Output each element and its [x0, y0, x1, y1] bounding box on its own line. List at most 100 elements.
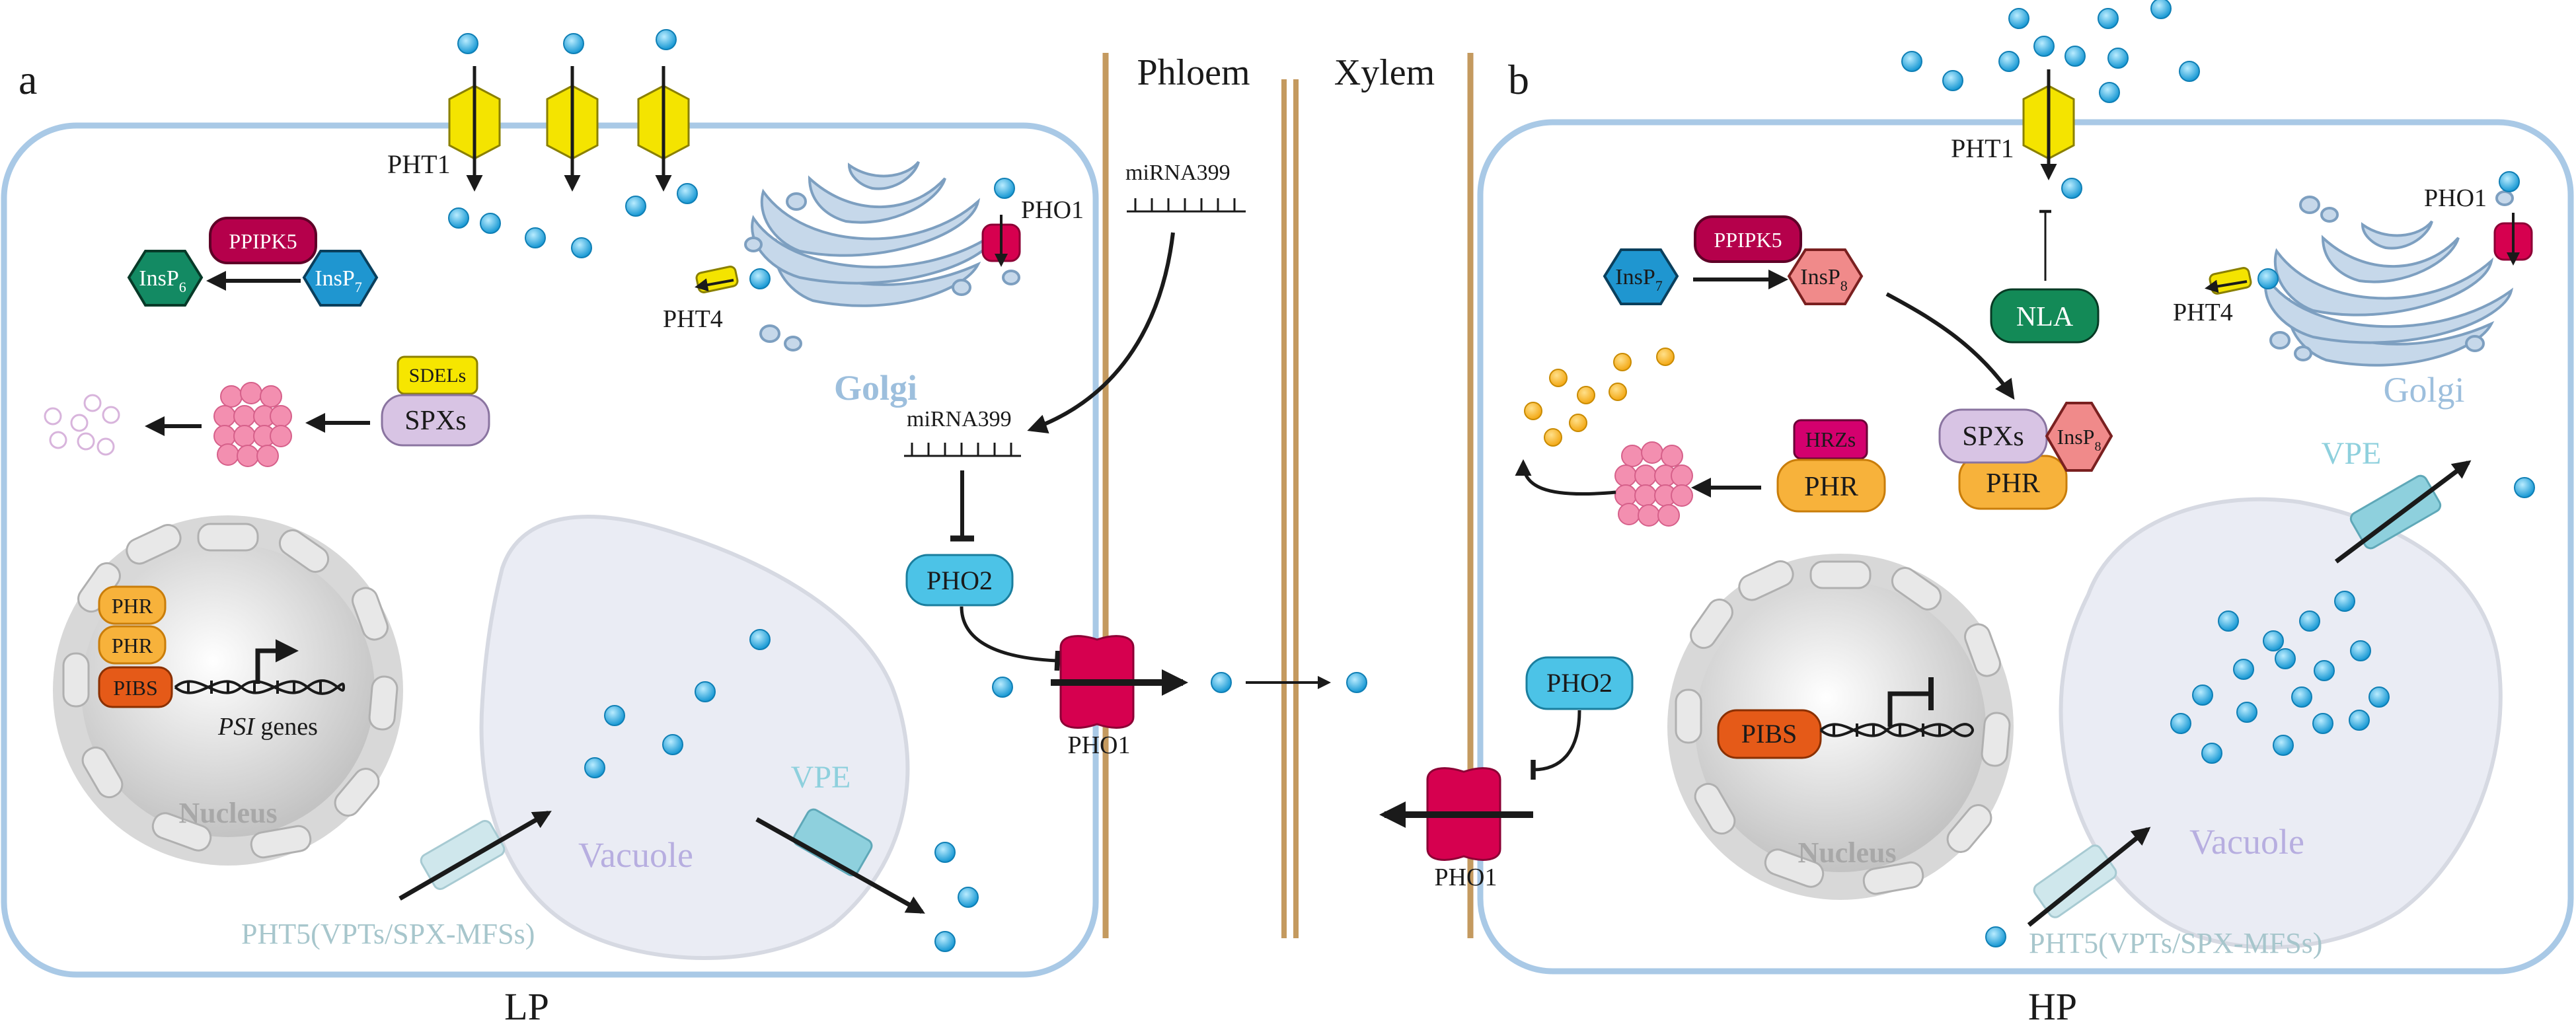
phloem-label: Phloem — [1137, 52, 1250, 93]
svg-text:PHR: PHR — [1986, 468, 2040, 499]
insp8-bound-molecule: InsP8 — [2045, 402, 2113, 472]
svg-text:SPXs: SPXs — [404, 406, 466, 436]
phosphate-ions — [448, 0, 2535, 952]
phr-protein: PHR — [1776, 459, 1886, 513]
pht5-label: PHT5(VPTs/SPX-MFSs) — [2029, 927, 2322, 959]
proteasome — [213, 382, 292, 467]
pibs-element: PIBS — [98, 666, 173, 708]
pht5-transporter — [398, 810, 552, 901]
insp8-molecule: InsP8 — [1787, 248, 1864, 305]
pht5-label: PHT5(VPTs/SPX-MFSs) — [241, 918, 535, 950]
hrzs-protein: HRZs — [1793, 419, 1868, 460]
phr-protein: PHR — [98, 625, 167, 665]
svg-text:PHR: PHR — [112, 594, 153, 618]
vacuole: Vacuole — [2059, 497, 2503, 949]
mirna399-phloem-label: miRNA399 — [1125, 161, 1231, 185]
pho1-golgi-label: PHO1 — [2424, 184, 2487, 212]
transcription-start-arrow — [255, 639, 299, 684]
dna-helix — [1819, 723, 1974, 737]
pht1-transporter — [546, 66, 599, 192]
svg-text:NLA: NLA — [2016, 302, 2074, 332]
phosphate-ions-released — [1524, 348, 1675, 447]
insp8-to-complex-arrow — [1885, 292, 2015, 400]
golgi-label: Golgi — [834, 368, 917, 408]
pho1-golgi-label: PHO1 — [1021, 196, 1084, 224]
mirna399-phloem-strand — [1127, 198, 1246, 213]
svg-text:SPXs: SPXs — [1962, 422, 2024, 452]
golgi-label: Golgi — [2383, 370, 2464, 410]
insp7-molecule: InsP7 — [1603, 248, 1679, 305]
panel-b-letter: b — [1508, 56, 1529, 103]
pho1-golgi-transporter — [981, 215, 1021, 267]
pht4-transporter — [2205, 267, 2252, 295]
golgi-apparatus — [2264, 190, 2514, 367]
vpe-transporter — [755, 808, 925, 914]
mirna399-strand — [904, 443, 1021, 457]
xylem-label: Xylem — [1334, 52, 1435, 93]
svg-text:PIBS: PIBS — [1741, 719, 1798, 749]
golgi-apparatus — [744, 161, 1020, 352]
pht1-label: PHT1 — [1951, 133, 2014, 163]
nla-protein: NLA — [1990, 288, 2100, 344]
pht1-transporter — [448, 66, 501, 192]
pht4-label: PHT4 — [2173, 299, 2233, 326]
sdels-protein: SDELs — [397, 355, 478, 395]
pho2-protein: PHO2 — [905, 554, 1014, 607]
degraded-fragments — [44, 394, 120, 456]
proteasome — [1614, 441, 1693, 527]
panel-a-caption: LP — [504, 985, 549, 1028]
svg-text:InsP8: InsP8 — [1800, 265, 1847, 294]
svg-text:Nucleus: Nucleus — [178, 797, 277, 829]
mirna399-cell-label: miRNA399 — [907, 407, 1012, 431]
vpe-label: VPE — [791, 760, 851, 795]
pht4-transporter — [695, 266, 739, 293]
svg-text:Nucleus: Nucleus — [1798, 836, 1896, 869]
pht1-transporter — [2022, 69, 2075, 180]
phr-protein: PHR — [98, 585, 167, 625]
spxs-protein: SPXs — [381, 394, 490, 447]
svg-text:Vacuole: Vacuole — [578, 835, 693, 875]
svg-text:PHR: PHR — [112, 634, 153, 657]
pht4-label: PHT4 — [663, 305, 723, 333]
svg-text:PHR: PHR — [1804, 472, 1858, 502]
pho2-protein: PHO2 — [1525, 656, 1634, 710]
svg-text:PHO2: PHO2 — [927, 566, 993, 595]
vacuole: Vacuole — [479, 515, 910, 960]
insp7-molecule: InsP7 — [302, 250, 379, 307]
panel-b-caption: HP — [2028, 985, 2077, 1028]
svg-text:SDELs: SDELs — [409, 365, 467, 387]
svg-text:InsP7: InsP7 — [315, 266, 361, 295]
pho1-membrane-label: PHO1 — [1434, 864, 1497, 891]
ppipk5-enzyme: PPIPK5 — [1694, 215, 1802, 263]
pho2-inhibits-pho1 — [1531, 710, 1581, 780]
svg-text:Vacuole: Vacuole — [2189, 822, 2304, 862]
pht5-transporter — [2027, 827, 2151, 927]
pht1-label: PHT1 — [387, 149, 451, 179]
panel-a-letter: a — [19, 56, 37, 103]
vpe-label: VPE — [2322, 436, 2382, 471]
svg-text:PPIPK5: PPIPK5 — [1714, 228, 1782, 252]
pho2-inhibits-pho1 — [960, 606, 1061, 671]
insp6-molecule: InsP6 — [127, 250, 204, 307]
nucleus: Nucleus — [1667, 554, 2014, 900]
transcription-blocked-symbol — [1887, 677, 1934, 727]
phr-protein: PHR — [1958, 455, 2068, 510]
pho1-membrane-transporter — [1379, 767, 1533, 861]
svg-text:HRZs: HRZs — [1805, 427, 1856, 451]
svg-text:PIBS: PIBS — [113, 676, 158, 700]
pho1-membrane-label: PHO1 — [1067, 731, 1130, 759]
pho1-membrane-transporter — [1051, 635, 1188, 729]
ppipk5-enzyme: PPIPK5 — [209, 217, 317, 264]
proteasome-to-fragments-arrow — [1515, 459, 1616, 496]
svg-text:PHO2: PHO2 — [1546, 668, 1612, 698]
mirna399-transport-arrow — [1027, 232, 1175, 434]
svg-text:PPIPK5: PPIPK5 — [229, 229, 297, 253]
dna-helix — [174, 679, 345, 695]
pht1-transporter — [637, 66, 690, 192]
pho1-golgi-transporter — [2493, 213, 2533, 266]
svg-text:InsP8: InsP8 — [2057, 425, 2102, 454]
svg-text:InsP6: InsP6 — [139, 266, 186, 295]
svg-text:InsP7: InsP7 — [1615, 265, 1662, 294]
